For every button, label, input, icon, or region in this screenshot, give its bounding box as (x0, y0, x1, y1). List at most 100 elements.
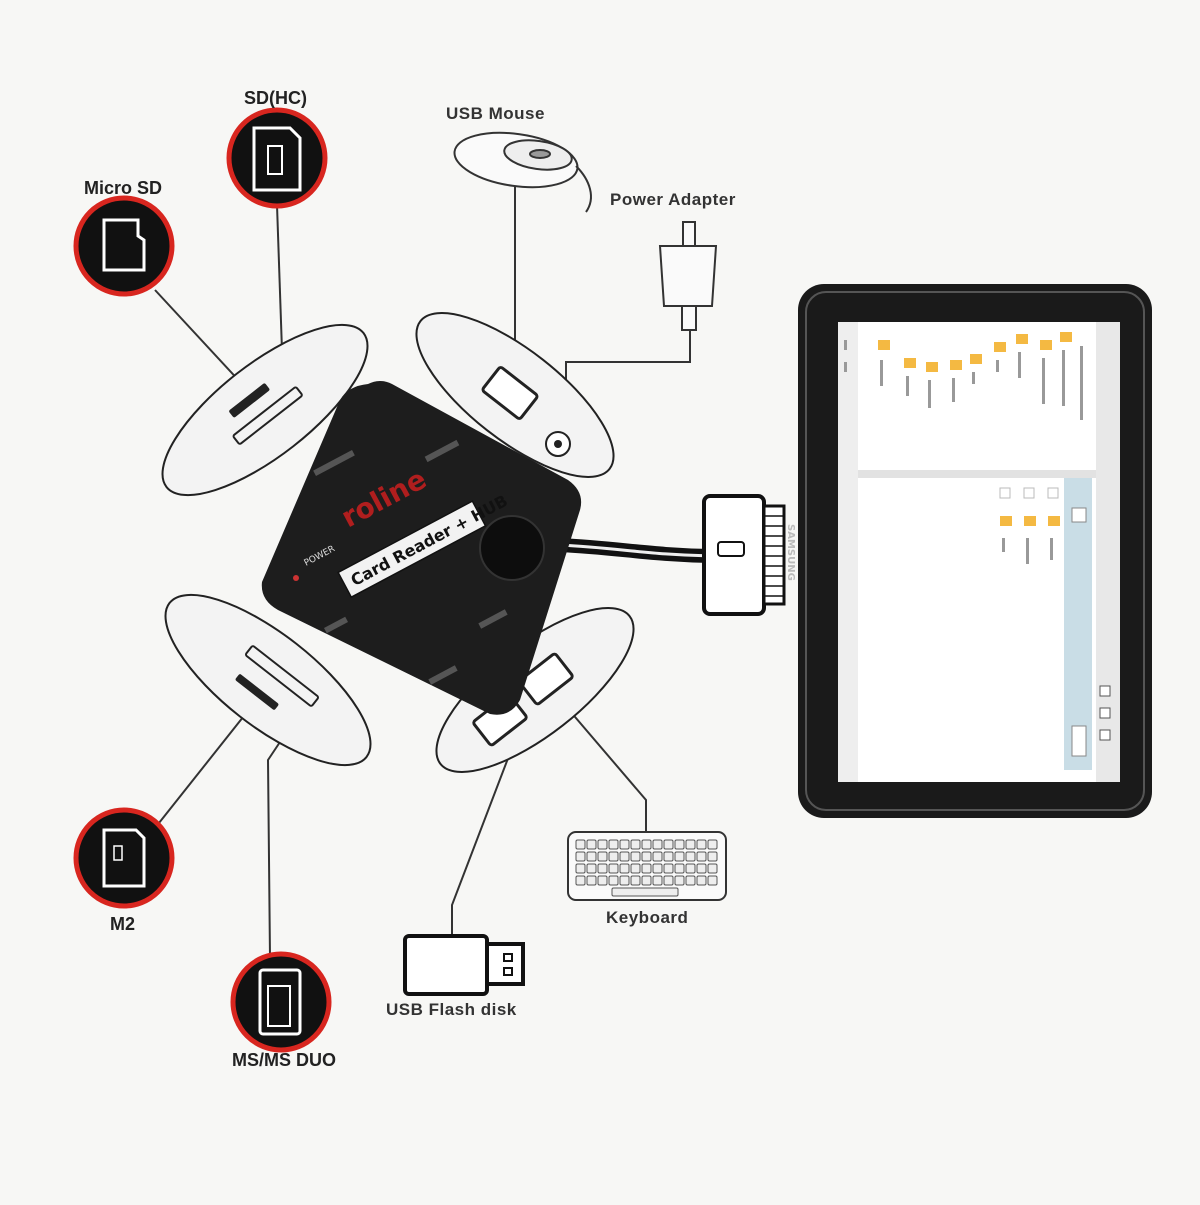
keyboard-spacebar (611, 887, 679, 897)
keyboard-key (663, 875, 674, 886)
keyboard-key (652, 851, 663, 862)
power-led (293, 575, 299, 581)
keyboard-device (567, 831, 727, 901)
label-usb-flash: USB Flash disk (386, 1000, 517, 1019)
label-sdhc: SD(HC) (244, 88, 307, 108)
keyboard-key (685, 839, 696, 850)
power-adapter (658, 221, 718, 342)
usb-port-top (481, 366, 539, 420)
label-power-adapter: Power Adapter (610, 190, 736, 209)
hub-product-plate (337, 500, 487, 599)
keyboard-key (597, 851, 608, 862)
keyboard-key (586, 863, 597, 874)
label-m2: M2 (110, 914, 136, 934)
bottom-left-slots (235, 645, 319, 710)
label-usb-mouse: USB Mouse (446, 104, 545, 123)
keyboard-key (619, 863, 630, 874)
label-keyboard: Keyboard (606, 908, 689, 927)
keyboard-key (630, 851, 641, 862)
keyboard-key (696, 839, 707, 850)
keyboard-key (674, 875, 685, 886)
keyboard-key (674, 839, 685, 850)
usb-flash-device (403, 934, 525, 996)
line-power-adapter (565, 330, 691, 400)
usb-port-bottom-a (518, 652, 574, 706)
slot-panel-bottom-left (164, 593, 372, 767)
label-msduo: MS/MS DUO (232, 1050, 337, 1070)
keyboard-key (707, 839, 718, 850)
line-usb-flash (451, 739, 516, 938)
keyboard-key (685, 863, 696, 874)
keyboard-key (608, 839, 619, 850)
badge-sdhc (226, 107, 328, 209)
keyboard-key (707, 863, 718, 874)
keyboard-key (619, 839, 630, 850)
keyboard-key (608, 851, 619, 862)
microsd-slot (229, 383, 270, 418)
keyboard-key (586, 851, 597, 862)
m2-slot (235, 674, 279, 710)
keyboard-key (641, 851, 652, 862)
top-left-slots (229, 383, 303, 445)
ms-card-icon (258, 968, 302, 1036)
hub-cable (559, 494, 786, 616)
keyboard-key (641, 839, 652, 850)
sd-slot (232, 386, 303, 445)
keyboard-key (630, 839, 641, 850)
keyboard-key (685, 851, 696, 862)
badge-microsd (73, 195, 175, 297)
label-microsd: Micro SD (84, 178, 163, 198)
keyboard-key (619, 875, 630, 886)
ms-slot (245, 645, 319, 707)
keyboard-key (652, 875, 663, 886)
hub-cable-boot (479, 515, 545, 581)
keyboard-key (630, 863, 641, 874)
keyboard-key (608, 863, 619, 874)
tablet: SAMSUNG (785, 284, 1152, 818)
sd-card-icon (252, 126, 302, 192)
keyboard-key (575, 875, 586, 886)
keyboard-key (696, 851, 707, 862)
line-m2 (154, 701, 256, 829)
keyboard-key (597, 875, 608, 886)
line-keyboard (551, 689, 647, 836)
tablet-text-lines (844, 340, 1083, 564)
keyboard-key (630, 875, 641, 886)
m2-card-icon (102, 828, 146, 888)
top-right-ports (481, 366, 571, 457)
keyboard-key (608, 875, 619, 886)
keyboard-key (575, 839, 586, 850)
keyboard-key (685, 875, 696, 886)
badge-m2 (73, 807, 175, 909)
keyboard-key (641, 863, 652, 874)
keyboard-key (586, 875, 597, 886)
card-reader-hub: roline Card Reader + HUB POWER (261, 381, 582, 715)
keyboard-key (663, 839, 674, 850)
keyboard-key (652, 863, 663, 874)
tablet-nav-buttons (1071, 507, 1111, 757)
tablet-title-bar (1096, 322, 1120, 782)
keyboard-key (619, 851, 630, 862)
keyboard-key (575, 851, 586, 862)
keyboard-key (597, 839, 608, 850)
keyboard-key (663, 851, 674, 862)
keyboard-key (674, 863, 685, 874)
keyboard-key (696, 875, 707, 886)
keyboard-key (663, 863, 674, 874)
bottom-right-ports (472, 652, 574, 747)
usb-mouse (453, 131, 592, 213)
tablet-status-bar (838, 322, 858, 782)
tablet-path-bar (1064, 478, 1092, 770)
keyboard-key (586, 839, 597, 850)
tablet-folders (878, 332, 1072, 526)
keyboard-key (597, 863, 608, 874)
badge-msduo (230, 951, 332, 1053)
keyboard-key (696, 863, 707, 874)
keyboard-key (652, 839, 663, 850)
keyboard-key (575, 863, 586, 874)
keyboard-key (674, 851, 685, 862)
microsd-card-icon (102, 218, 146, 272)
keyboard-key (707, 875, 718, 886)
